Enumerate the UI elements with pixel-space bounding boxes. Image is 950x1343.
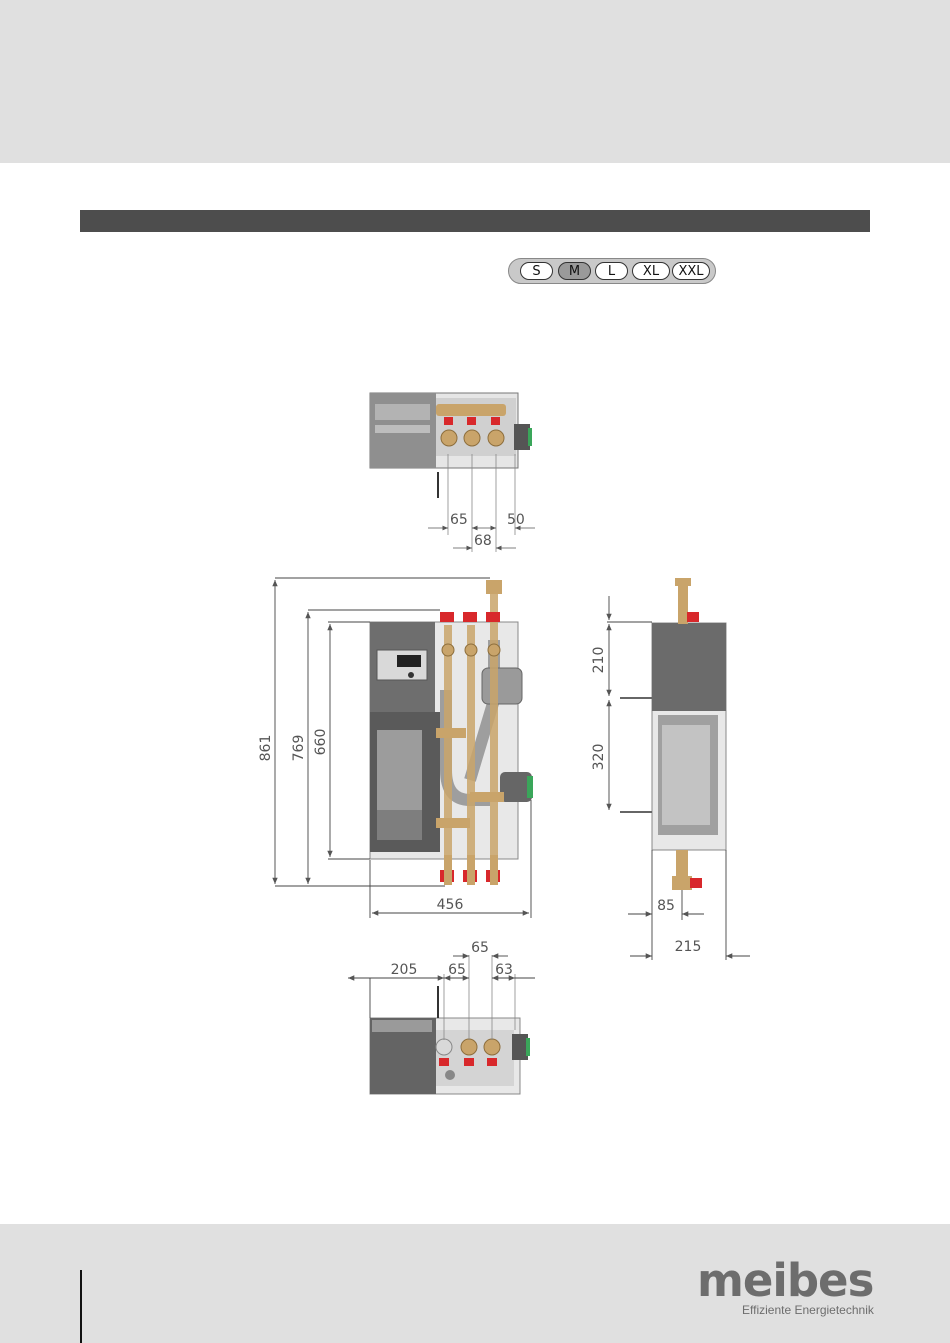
- dim-side-210: 210: [591, 647, 607, 674]
- dim-side-85: 85: [657, 898, 675, 914]
- dim-front-861: 861: [258, 735, 274, 762]
- bottom-view: 205 65 65 63: [348, 940, 535, 1094]
- dim-bottom-65b: 65: [471, 940, 489, 956]
- dim-front-660: 660: [313, 729, 329, 756]
- logo-tagline: Effiziente Energietechnik: [742, 1303, 874, 1317]
- dim-side-320: 320: [591, 744, 607, 771]
- dim-top-50: 50: [507, 512, 525, 528]
- front-view: 861 769 660 456: [258, 578, 533, 918]
- footer-divider: [80, 1270, 82, 1343]
- dim-front-769: 769: [291, 735, 307, 762]
- dim-bottom-205: 205: [391, 962, 418, 978]
- meibes-logo: meibes: [697, 1256, 873, 1306]
- dim-bottom-65a: 65: [448, 962, 466, 978]
- dim-top-68: 68: [474, 533, 492, 549]
- dim-bottom-63: 63: [495, 962, 513, 978]
- dim-top-65: 65: [450, 512, 468, 528]
- dim-front-456: 456: [437, 897, 464, 913]
- dim-side-215: 215: [675, 939, 702, 955]
- side-view: 210 320 85 215: [591, 578, 750, 960]
- top-view: 65 50 68: [370, 393, 535, 552]
